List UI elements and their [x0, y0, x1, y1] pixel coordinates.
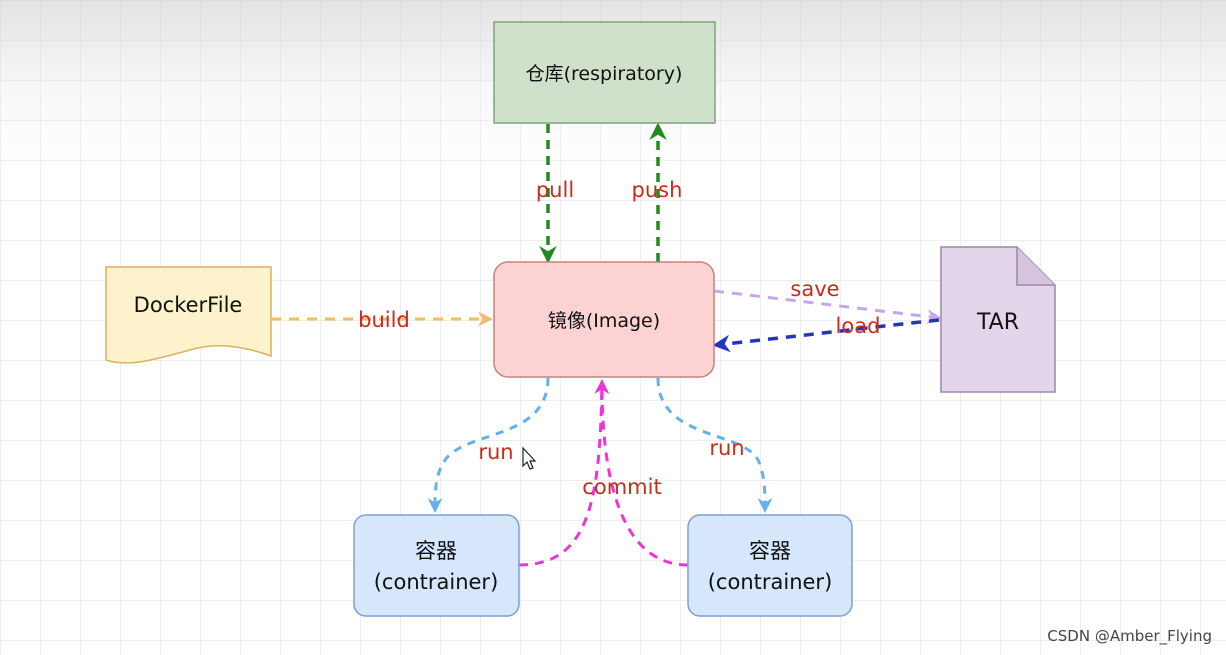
commit-right-line [600, 383, 689, 567]
image-node[interactable]: 镜像(Image) [493, 261, 715, 378]
mouse-cursor-icon [522, 446, 537, 470]
container-right-box [687, 514, 853, 617]
save-label: save [790, 277, 839, 301]
commit-label: commit [582, 475, 661, 499]
repository-node[interactable]: 仓库(respiratory) [493, 21, 716, 124]
watermark: CSDN @Amber_Flying [1047, 627, 1212, 645]
image-box [493, 261, 715, 378]
container-left-subtitle: (contrainer) [374, 570, 499, 594]
tar-label: TAR [976, 310, 1019, 335]
container-right-subtitle: (contrainer) [708, 570, 833, 594]
container-right-node[interactable]: 容器 (contrainer) [687, 514, 853, 617]
dockerfile-label: DockerFile [134, 293, 243, 317]
container-left-box [353, 514, 520, 617]
load-label: load [836, 314, 881, 338]
image-label: 镜像(Image) [548, 310, 660, 332]
dockerfile-shape [105, 266, 272, 364]
load-arrow [712, 318, 940, 353]
commit-left-line [518, 379, 610, 567]
tar-fold [1016, 247, 1055, 286]
push-label: push [632, 178, 683, 202]
repository-box [493, 21, 716, 124]
save-arrow [713, 289, 942, 324]
run-left-label: run [478, 440, 513, 464]
run-left-arrow [427, 377, 550, 513]
build-label: build [358, 308, 410, 332]
run-right-label: run [709, 436, 744, 460]
container-right-title: 容器 [749, 539, 791, 563]
tar-node[interactable]: TAR [940, 246, 1056, 393]
repository-label: 仓库(respiratory) [526, 63, 683, 85]
pull-label: pull [536, 178, 574, 202]
run-right-arrow [656, 377, 773, 513]
dockerfile-node[interactable]: DockerFile [105, 266, 272, 364]
container-left-title: 容器 [415, 539, 457, 563]
container-left-node[interactable]: 容器 (contrainer) [353, 514, 520, 617]
